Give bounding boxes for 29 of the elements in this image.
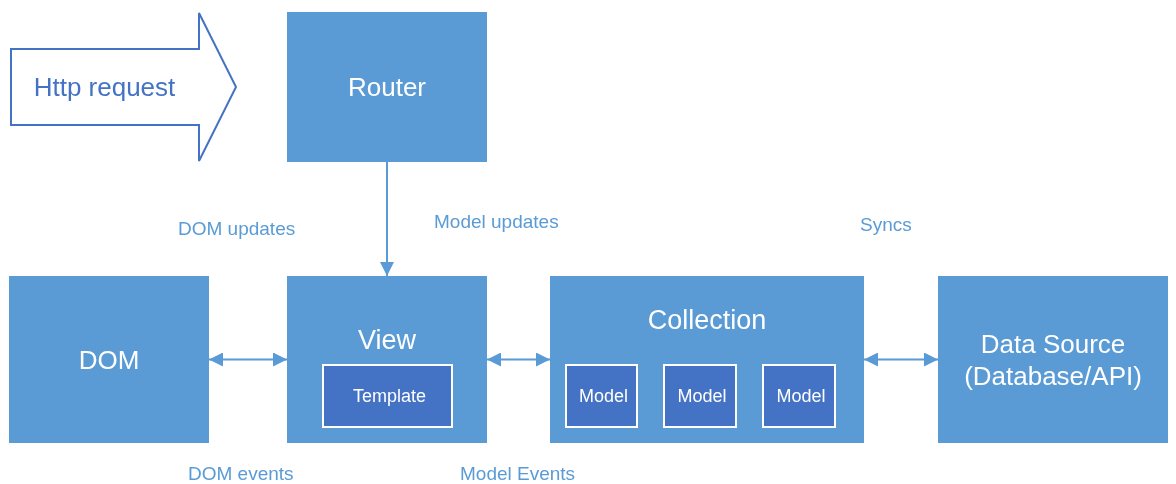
- node-label: Model: [578, 384, 629, 408]
- block-arrow: [10, 12, 237, 162]
- process-box: [938, 276, 1168, 443]
- annotation-text: DOM updates: [178, 218, 296, 240]
- annotation-text: Model Events: [460, 463, 576, 484]
- arrow: [486, 352, 551, 367]
- node-label: Template: [351, 384, 427, 408]
- node-label: Collection: [646, 304, 768, 337]
- process-box: [287, 12, 487, 162]
- node-label: View: [356, 324, 417, 357]
- annotation-text: Syncs: [860, 214, 912, 236]
- component-box: [663, 364, 737, 428]
- arrow: [380, 161, 394, 277]
- component-box: [322, 364, 453, 428]
- node-label: Router: [346, 70, 427, 104]
- arrow: [863, 352, 939, 367]
- node-label: Data Source (Database/API): [963, 327, 1143, 392]
- node-label: Model: [676, 384, 728, 408]
- component-box: [565, 364, 638, 428]
- annotation-text: DOM events: [188, 463, 294, 484]
- node-label: Model: [775, 384, 827, 408]
- process-box: [287, 276, 487, 443]
- component-box: [762, 364, 836, 428]
- arrow: [208, 352, 288, 367]
- annotation-text: Model updates: [434, 211, 559, 233]
- process-box: [550, 276, 864, 443]
- process-box: [9, 276, 209, 443]
- node-label: Http request: [32, 70, 177, 104]
- node-label: DOM: [77, 343, 141, 376]
